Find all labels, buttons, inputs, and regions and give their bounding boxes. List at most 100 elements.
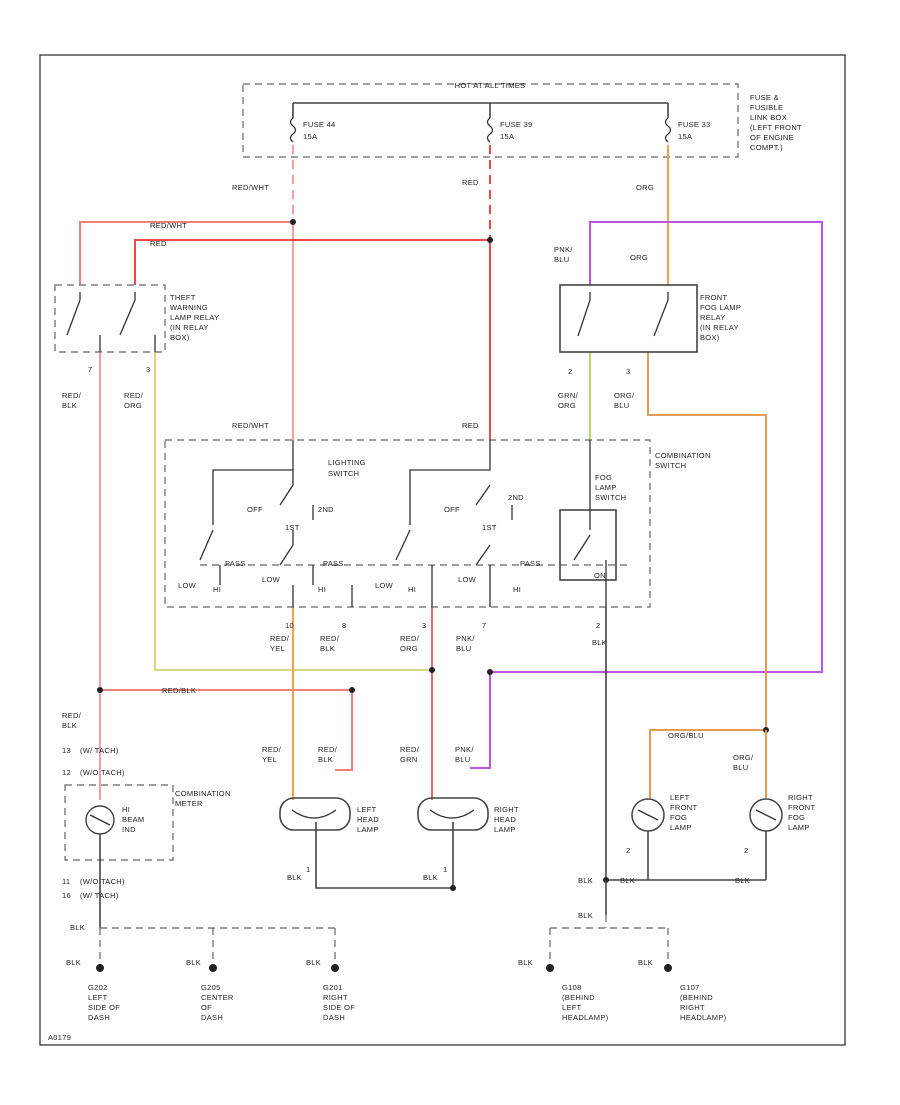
- fog-switch-label-1: FOG: [595, 473, 612, 482]
- fuse-39-rating: 15A: [500, 132, 514, 141]
- ground-icon: [546, 964, 554, 972]
- label-red-org-1b: ORG: [400, 644, 418, 653]
- label-pnk-2b: BLU: [456, 644, 472, 653]
- label-red-wht-3: RED/WHT: [232, 421, 269, 430]
- left-headlamp-housing: [279, 797, 351, 831]
- light-switch-contact-a: [279, 484, 294, 506]
- right-headlamp-label-3: LAMP: [494, 825, 516, 834]
- g205-desc-2: OF: [201, 1003, 212, 1012]
- diagram-frame: [39, 54, 846, 1046]
- g201-id: G201: [323, 983, 343, 992]
- hi-contact-a: [279, 544, 294, 566]
- theft-relay-name-4: (IN RELAY: [170, 323, 209, 332]
- hi-contact-b: [475, 544, 491, 566]
- label-red-blk-1a: RED/: [320, 634, 340, 643]
- front-fog-lamp-relay: FRONT FOG LAMP RELAY (IN RELAY BOX) 2 3 …: [558, 284, 741, 410]
- splice-dot: [97, 687, 103, 693]
- left-fog-label-2: FRONT: [670, 803, 697, 812]
- ground-icon: [96, 964, 104, 972]
- fog-relay-name-2: FOG LAMP: [700, 303, 741, 312]
- wire-red-org-theft: [154, 352, 432, 671]
- label-red-yel-1a: RED/: [270, 634, 290, 643]
- left-headlamp: RED/ YEL RED/ BLK LEFT HEAD LAMP 1 BLK: [262, 745, 379, 882]
- left-headlamp-label-1: LEFT: [357, 805, 377, 814]
- g205-desc-3: DASH: [201, 1013, 223, 1022]
- label-blk-1: BLK: [592, 638, 607, 647]
- fuse-44: FUSE 44 15A: [289, 103, 336, 143]
- splice-dot: [487, 669, 493, 675]
- meter-pin-13: 13: [62, 746, 71, 755]
- fuse-39-name: FUSE 39: [500, 120, 533, 129]
- meter-pin-16: 16: [62, 891, 71, 900]
- right-fog-label-3: FOG: [788, 813, 805, 822]
- fog-switch-label-3: SWITCH: [595, 493, 626, 502]
- label-red-blk-bus: RED/BLK: [162, 686, 196, 695]
- wire-red-wht-to-theft-relay: [79, 221, 293, 285]
- fuse-33-rating: 15A: [678, 132, 692, 141]
- hi-d: HI: [513, 585, 521, 594]
- ground-g202: G202 LEFT SIDE OF DASH: [88, 964, 120, 1022]
- g107-id: G107: [680, 983, 700, 992]
- combination-switch: RED/WHT RED COMBINATION SWITCH LIGHTING …: [164, 421, 711, 608]
- splice-dot: [349, 687, 355, 693]
- meter-outline: [64, 784, 174, 861]
- ground-g107: G107 (BEHIND RIGHT HEADLAMP): [664, 964, 727, 1022]
- meter-lamp-2: BEAM: [122, 815, 144, 824]
- label-red-yel-2a: RED/: [262, 745, 282, 754]
- dash-ground-bus: BLK BLK BLK BLK: [66, 870, 336, 968]
- theft-relay-contact-1: [66, 299, 81, 336]
- g201-desc-2: SIDE OF: [323, 1003, 355, 1012]
- ground-g108: G108 (BEHIND LEFT HEADLAMP): [546, 964, 609, 1022]
- label-red-blk-1b: BLK: [320, 644, 335, 653]
- switch-pin-2: 2: [596, 621, 600, 630]
- fuse-44-rating: 15A: [303, 132, 317, 141]
- label-red-blk-2b: BLK: [62, 721, 77, 730]
- label-org-2: ORG: [630, 253, 648, 262]
- meter-pin-12-note: (W/O TACH): [80, 768, 125, 777]
- fog-relay-contact-2: [653, 299, 669, 337]
- label-org-blu-2: ORG/BLU: [668, 731, 704, 740]
- label-red-1: RED: [462, 178, 479, 187]
- hi-b: HI: [318, 585, 326, 594]
- fog-switch-contact: [573, 534, 591, 561]
- label-blk-12: BLK: [518, 958, 533, 967]
- label-blk-13: BLK: [638, 958, 653, 967]
- label-blk-5: BLK: [620, 876, 635, 885]
- ground-icon: [209, 964, 217, 972]
- g107-desc-1: (BEHIND: [680, 993, 713, 1002]
- splice-dot: [290, 219, 296, 225]
- fuse-box-location-3: LINK BOX: [750, 113, 787, 122]
- meter-pin-11: 11: [62, 877, 70, 886]
- label-blk-4: BLK: [578, 876, 593, 885]
- fuse-44-name: FUSE 44: [303, 120, 336, 129]
- pos-2nd-a: 2ND: [318, 505, 334, 514]
- comb-switch-title-1: COMBINATION: [655, 451, 711, 460]
- label-red-2: RED: [150, 239, 167, 248]
- label-red-org-a: RED/: [124, 391, 144, 400]
- label-blk-2: BLK: [287, 873, 302, 882]
- hi-c: HI: [408, 585, 416, 594]
- g202-desc-1: LEFT: [88, 993, 108, 1002]
- low-d: LOW: [458, 575, 477, 584]
- pass-b: PASS: [323, 559, 344, 568]
- theft-relay-pin-3: 3: [146, 365, 150, 374]
- wire-org-blu: [647, 352, 767, 798]
- label-red-org-b: ORG: [124, 401, 142, 410]
- label-pnk-1a: PNK/: [554, 245, 573, 254]
- low-contact-a: [199, 529, 214, 561]
- label-pnk-3a: PNK/: [455, 745, 474, 754]
- g107-desc-3: HEADLAMP): [680, 1013, 727, 1022]
- fog-relay-contact-1: [577, 299, 591, 337]
- g201-desc-1: RIGHT: [323, 993, 348, 1002]
- g108-desc-3: HEADLAMP): [562, 1013, 609, 1022]
- g205-id: G205: [201, 983, 221, 992]
- ground-icon: [664, 964, 672, 972]
- theft-relay-name-3: LAMP RELAY: [170, 313, 219, 322]
- right-headlamp-label-2: HEAD: [494, 815, 516, 824]
- fuse-33: FUSE 33 15A: [664, 103, 710, 143]
- right-headlamp: RED/ GRN PNK/ BLU RIGHT HEAD LAMP 1 BLK: [400, 745, 519, 888]
- left-fog-label-1: LEFT: [670, 793, 690, 802]
- left-headlamp-label-2: HEAD: [357, 815, 379, 824]
- ground-icon: [331, 964, 339, 972]
- ground-g201: G201 RIGHT SIDE OF DASH: [323, 964, 355, 1022]
